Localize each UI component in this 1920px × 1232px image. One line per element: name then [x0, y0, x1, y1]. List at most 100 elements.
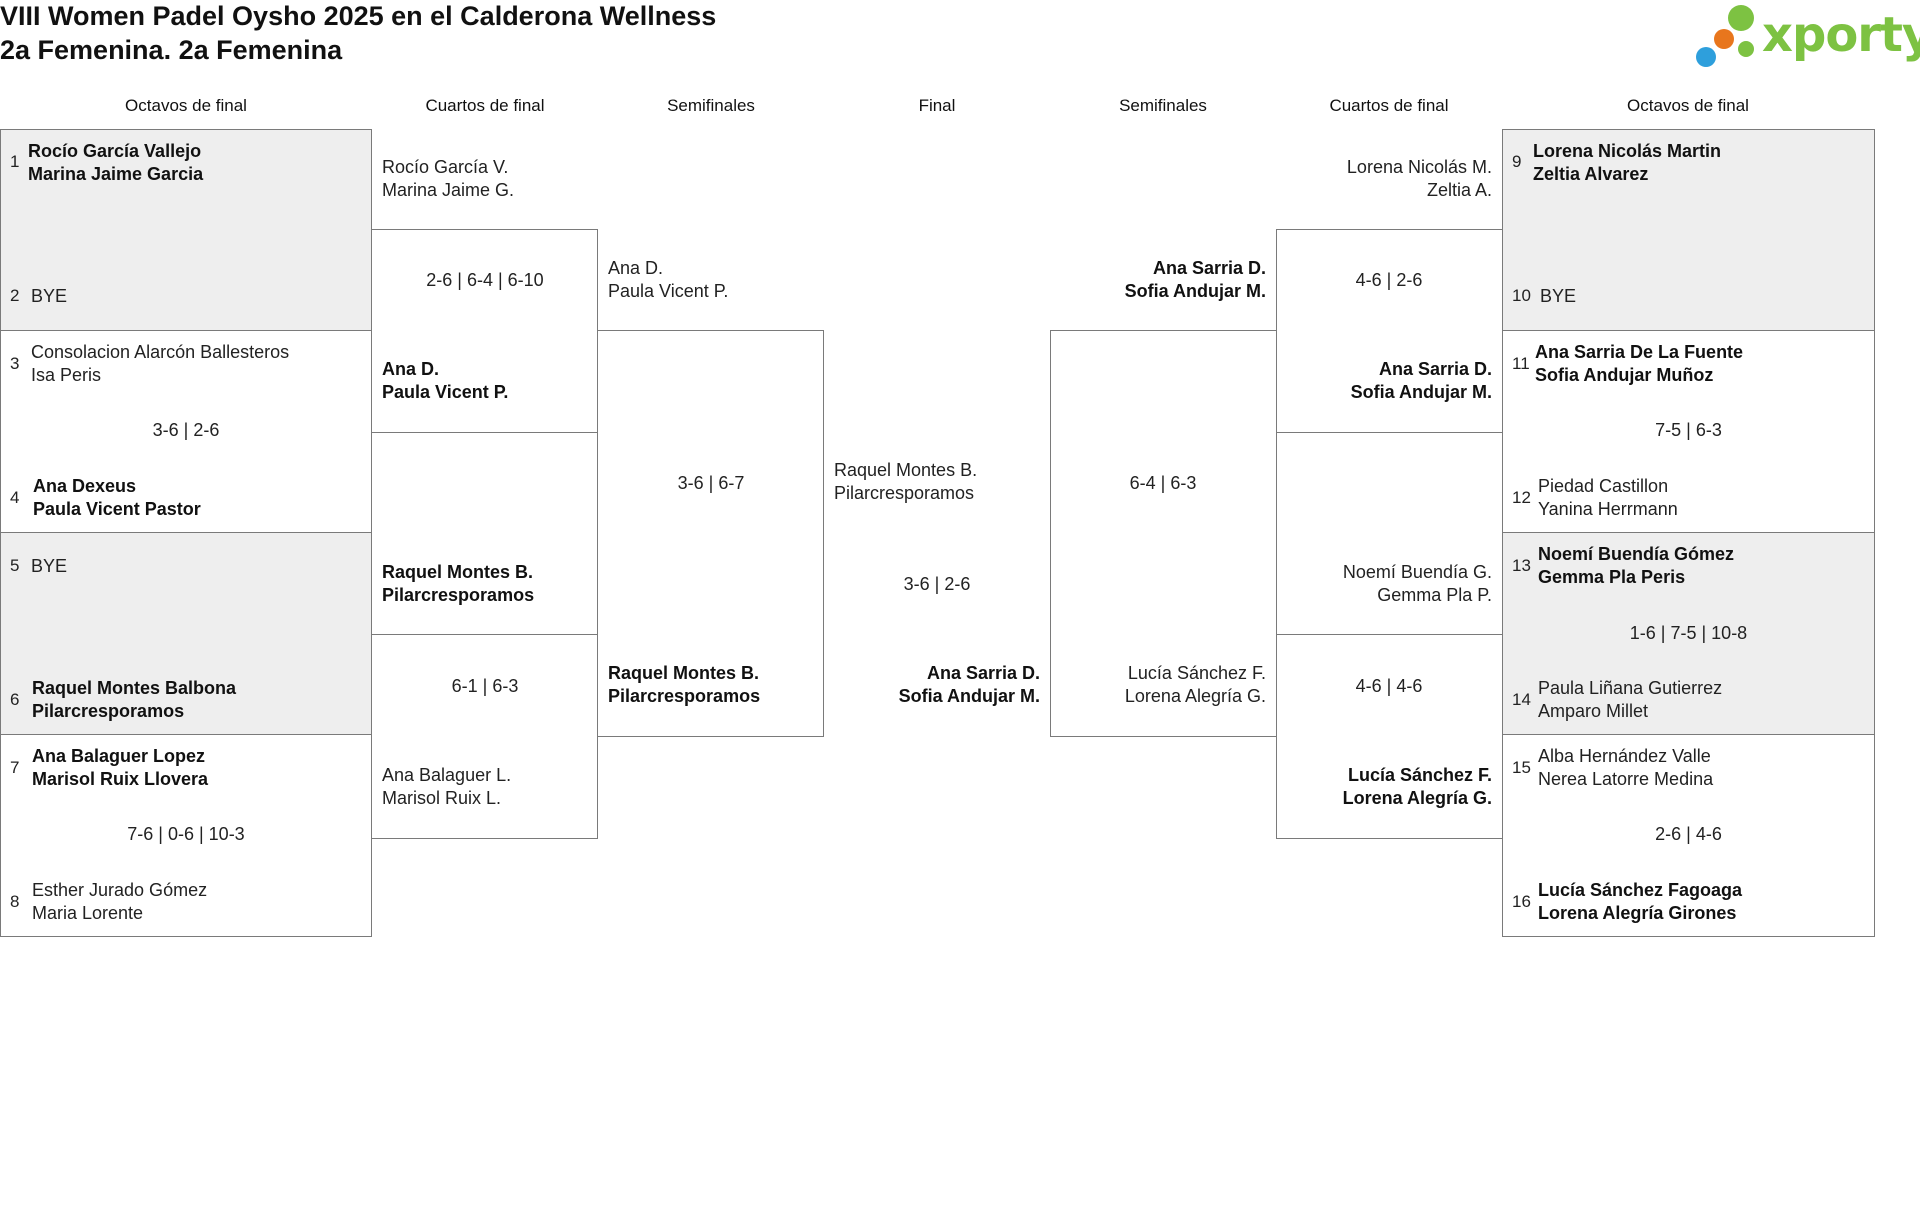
- seed-number: 9: [1512, 152, 1522, 171]
- player-name: Marisol Ruix Llovera: [32, 769, 209, 789]
- seed-number: 5: [10, 556, 20, 575]
- header-final: Final: [918, 96, 956, 115]
- match-score: 2-6 | 4-6: [1655, 824, 1722, 844]
- team-name: Ana Balaguer L. Marisol Ruix L.: [382, 764, 511, 810]
- seed-number: 7: [10, 758, 20, 777]
- player-name: Sofia Andujar M.: [898, 686, 1040, 706]
- logo-wordmark: xporty: [1762, 7, 1920, 63]
- team-name: Ana D. Paula Vicent P.: [382, 358, 508, 404]
- player-name: Ana Sarria D.: [1152, 258, 1266, 278]
- logo-dot-blue: [1696, 47, 1716, 67]
- seed-number: 14: [1512, 690, 1531, 709]
- player-name: Isa Peris: [31, 365, 102, 385]
- player-name: BYE: [1540, 286, 1577, 306]
- player-name: Alba Hernández Valle: [1538, 746, 1711, 766]
- seed-number: 12: [1512, 488, 1531, 507]
- seed-number: 3: [10, 354, 20, 373]
- match-left-sf: [597, 330, 824, 737]
- team-name: Ana Balaguer Lopez Marisol Ruix Llovera: [32, 745, 208, 791]
- logo-dot-green-small: [1738, 41, 1754, 57]
- player-name: Raquel Montes Balbona: [32, 678, 237, 698]
- player-name: Zeltia A.: [1426, 180, 1492, 200]
- team-name: BYE: [31, 285, 67, 308]
- seed-number: 16: [1512, 892, 1531, 911]
- player-name: Paula Vicent P.: [382, 382, 509, 402]
- team-name: BYE: [31, 555, 67, 578]
- player-name: Pilarcresporamos: [608, 686, 761, 706]
- player-name: Noemí Buendía G.: [1342, 562, 1492, 582]
- seed-number: 10: [1512, 286, 1531, 305]
- team-name: Lucía Sánchez F. Lorena Alegría G.: [1276, 764, 1492, 810]
- player-name: Lucía Sánchez F.: [1347, 765, 1492, 785]
- player-name: Ana Sarria De La Fuente: [1535, 342, 1744, 362]
- match-score: 4-6 | 2-6: [1355, 270, 1423, 290]
- category-title: 2a Femenina. 2a Femenina: [0, 35, 343, 65]
- team-name: Raquel Montes B. Pilarcresporamos: [834, 459, 977, 505]
- seed-number: 4: [10, 488, 20, 507]
- player-name: Marisol Ruix L.: [382, 788, 502, 808]
- team-name: Lorena Nicolás M. Zeltia A.: [1276, 156, 1492, 202]
- team-name: Ana Sarria D. Sofia Andujar M.: [824, 662, 1040, 708]
- team-name: Paula Liñana Gutierrez Amparo Millet: [1538, 677, 1722, 723]
- match-right-sf: [1050, 330, 1277, 737]
- player-name: Maria Lorente: [32, 903, 144, 923]
- match-score: 7-6 | 0-6 | 10-3: [127, 824, 245, 844]
- player-name: Pilarcresporamos: [834, 483, 975, 503]
- match-score: 3-6 | 2-6: [152, 420, 220, 440]
- player-name: Lorena Nicolás Martin: [1533, 141, 1722, 161]
- header-right-round-of-16: Octavos de final: [1627, 96, 1749, 115]
- player-name: Amparo Millet: [1538, 701, 1649, 721]
- player-name: Ana D.: [382, 359, 440, 379]
- xporty-logo[interactable]: xporty: [1696, 5, 1920, 67]
- player-name: Ana Balaguer L.: [382, 765, 512, 785]
- team-name: Lucía Sánchez Fagoaga Lorena Alegría Gir…: [1538, 879, 1742, 925]
- match-right-r16-1: [1502, 129, 1875, 331]
- team-name: Noemí Buendía G. Gemma Pla P.: [1276, 561, 1492, 607]
- player-name: Lorena Nicolás M.: [1346, 157, 1492, 177]
- player-name: Raquel Montes B.: [382, 562, 534, 582]
- team-name: Raquel Montes B. Pilarcresporamos: [608, 662, 760, 708]
- player-name: Lorena Alegría G.: [1124, 686, 1266, 706]
- seed-number: 15: [1512, 758, 1531, 777]
- player-name: Rocío García V.: [382, 157, 509, 177]
- player-name: Rocío García Vallejo: [28, 141, 202, 161]
- team-name: Ana Sarria D. Sofia Andujar M.: [1050, 257, 1266, 303]
- team-name: Rocío García V. Marina Jaime G.: [382, 156, 514, 202]
- tournament-title: VIII Women Padel Oysho 2025 en el Calder…: [0, 1, 717, 31]
- team-name: Ana Dexeus Paula Vicent Pastor: [33, 475, 201, 521]
- match-score: 6-4 | 6-3: [1129, 473, 1197, 493]
- player-name: Pilarcresporamos: [32, 701, 185, 721]
- player-name: BYE: [31, 286, 68, 306]
- team-name: Piedad Castillon Yanina Herrmann: [1538, 475, 1678, 521]
- team-name: Noemí Buendía Gómez Gemma Pla Peris: [1538, 543, 1734, 589]
- player-name: Ana Sarria D.: [1378, 359, 1492, 379]
- seed-number: 13: [1512, 556, 1531, 575]
- player-name: BYE: [31, 556, 68, 576]
- match-left-r16-1: [0, 129, 372, 331]
- player-name: Ana Dexeus: [33, 476, 137, 496]
- player-name: Piedad Castillon: [1538, 476, 1669, 496]
- match-left-r16-3: [0, 532, 372, 735]
- player-name: Sofia Andujar Muñoz: [1535, 365, 1714, 385]
- player-name: Consolacion Alarcón Ballesteros: [31, 342, 290, 362]
- team-name: Consolacion Alarcón Ballesteros Isa Peri…: [31, 341, 289, 387]
- team-name: Ana Sarria D. Sofia Andujar M.: [1276, 358, 1492, 404]
- player-name: Marina Jaime Garcia: [28, 164, 204, 184]
- player-name: Sofia Andujar M.: [1350, 382, 1492, 402]
- match-score: 7-5 | 6-3: [1655, 420, 1722, 440]
- match-score: 3-6 | 2-6: [903, 574, 971, 594]
- player-name: Lorena Alegría G.: [1342, 788, 1492, 808]
- player-name: Zeltia Alvarez: [1533, 164, 1649, 184]
- player-name: Sofia Andujar M.: [1124, 281, 1266, 301]
- header-left-round-of-16: Octavos de final: [125, 96, 247, 115]
- seed-number: 6: [10, 690, 20, 709]
- logo-dot-green: [1728, 5, 1754, 31]
- match-score: 6-1 | 6-3: [451, 676, 519, 696]
- player-name: Paula Vicent P.: [608, 281, 729, 301]
- player-name: Lorena Alegría Girones: [1538, 903, 1737, 923]
- player-name: Raquel Montes B.: [834, 460, 978, 480]
- player-name: Ana Sarria D.: [926, 663, 1040, 683]
- match-right-r16-4: [1502, 734, 1875, 937]
- match-score: 3-6 | 6-7: [677, 473, 745, 493]
